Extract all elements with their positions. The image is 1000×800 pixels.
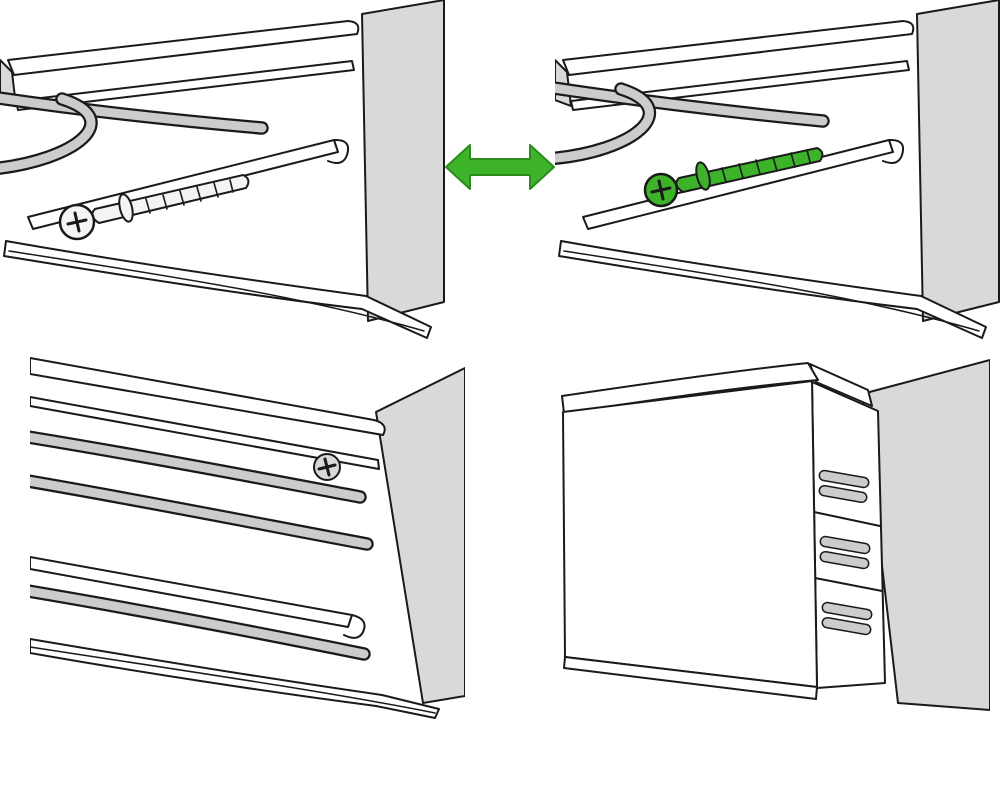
screw-collar	[695, 161, 711, 191]
screw-collar	[118, 193, 134, 223]
shelf-hook	[327, 138, 350, 164]
bottom-lip-fold	[563, 250, 980, 332]
cover-bottom-lip	[563, 656, 818, 700]
green-screw	[643, 146, 824, 208]
trunking-bottom-lip	[558, 240, 987, 339]
trunking-top-edge	[7, 20, 360, 76]
cables	[555, 81, 830, 165]
trunking-top-edge	[30, 357, 386, 436]
phillips-cross-icon	[650, 179, 672, 201]
trunking-bottom-lip	[3, 240, 432, 339]
channel-shelves	[813, 511, 883, 592]
bottom-lip-fold	[30, 646, 436, 714]
cables	[30, 474, 374, 551]
panel-top-left	[0, 0, 445, 339]
panel-top-right	[555, 0, 1000, 339]
fixing-screw	[313, 453, 341, 481]
wall-block	[361, 0, 445, 322]
cables	[30, 584, 371, 661]
double-arrow-shape	[445, 144, 555, 190]
bottom-lip-fold	[8, 250, 425, 332]
screw-threads	[145, 179, 234, 214]
phillips-cross-icon	[66, 211, 88, 233]
cables	[0, 91, 269, 175]
cover-front-face	[562, 380, 818, 688]
trunking-cross-section	[811, 381, 886, 689]
wall-block	[861, 359, 990, 711]
shelf-hook	[882, 138, 905, 164]
panel-bottom-left	[30, 357, 465, 719]
wall-block	[916, 0, 1000, 322]
swap-arrow-icon	[445, 144, 555, 190]
phillips-cross-icon	[317, 457, 337, 477]
trunking-top-flange	[30, 396, 380, 470]
cable-ends	[818, 469, 873, 636]
cables	[30, 430, 367, 504]
trunking-mid-shelf	[30, 556, 353, 628]
wall-block	[375, 367, 465, 704]
shelf-hook	[343, 614, 366, 639]
trunking-top-edge	[562, 20, 915, 76]
trunking-mid-shelf	[582, 139, 894, 230]
plain-screw	[58, 173, 250, 241]
panel-bottom-right	[561, 359, 990, 711]
